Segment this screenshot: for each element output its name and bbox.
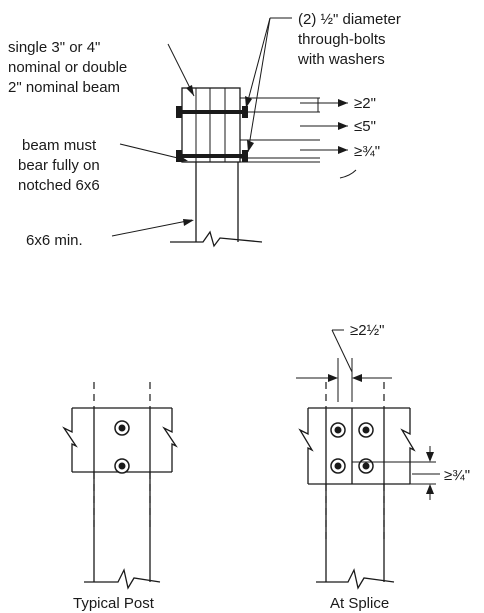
bolts-label-line3: with washers	[297, 51, 385, 68]
typical-post-detail: Typical Post	[62, 382, 178, 612]
through-bolt-lower	[176, 150, 248, 162]
dimension-mid: ≤5"	[300, 118, 376, 135]
bear-label-line1: beam must	[22, 137, 97, 154]
bolts-label-line1: (2) ½" diameter	[298, 11, 401, 28]
splice-caption: At Splice	[330, 595, 389, 612]
post-label: 6x6 min.	[26, 232, 83, 249]
bolt-head-lower	[114, 458, 130, 474]
splice-dim-top-label: ≥2½"	[350, 322, 384, 339]
top-detail: ≥2" ≤5" ≥¾" (2) ½" diameter through-bolt…	[8, 11, 401, 249]
bear-label-line3: notched 6x6	[18, 177, 100, 194]
dim-mid-label: ≤5"	[354, 118, 376, 135]
beam-label-line2: nominal or double	[8, 59, 127, 76]
splice-detail: ≥2½" ≥¾" At Splice	[296, 322, 470, 612]
post-callout: 6x6 min.	[26, 219, 194, 249]
dim-bottom-label: ≥¾"	[354, 143, 380, 160]
dimension-bottom: ≥¾"	[300, 143, 380, 179]
bear-callout: beam must bear fully on notched 6x6	[18, 137, 188, 194]
through-bolt-upper	[176, 106, 248, 118]
dimension-top: ≥2"	[300, 95, 376, 112]
bolt-head-upper	[114, 420, 130, 436]
beam-block	[181, 87, 320, 163]
bolts-callout: (2) ½" diameter through-bolts with washe…	[245, 11, 401, 153]
beam-label-line1: single 3" or 4"	[8, 39, 100, 56]
splice-dimension-side: ≥¾"	[352, 446, 470, 500]
bolt-head-splice-1	[330, 422, 346, 438]
bolts-label-line2: through-bolts	[298, 31, 386, 48]
bolt-head-splice-2	[358, 422, 374, 438]
post-6x6	[170, 162, 263, 248]
splice-dim-side-label: ≥¾"	[444, 467, 470, 484]
bolt-head-splice-3	[330, 458, 346, 474]
bolt-head-splice-4	[358, 458, 374, 474]
bear-label-line2: bear fully on	[18, 157, 100, 174]
beam-label-line3: 2" nominal beam	[8, 79, 120, 96]
dim-top-label: ≥2"	[354, 95, 376, 112]
splice-dimension-top: ≥2½"	[296, 322, 392, 402]
beam-callout: single 3" or 4" nominal or double 2" nom…	[8, 39, 195, 97]
typical-post-caption: Typical Post	[73, 595, 155, 612]
